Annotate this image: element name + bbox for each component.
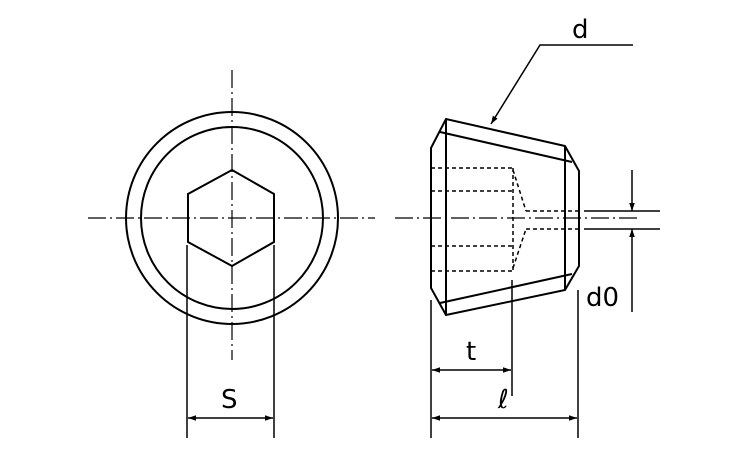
label-d: d (572, 15, 589, 45)
label-d0: d0 (586, 283, 619, 313)
inner-circle (140, 126, 324, 310)
leader-d (490, 44, 633, 125)
thread-root-line (439, 273, 573, 304)
hidden-socket (431, 167, 579, 272)
label-t: t (466, 337, 476, 367)
label-length: ℓ (497, 385, 509, 415)
outer-circle (125, 111, 339, 325)
front-view: S (88, 70, 375, 438)
thread-root-line (439, 131, 573, 163)
label-s: S (221, 385, 238, 415)
hex-socket (187, 168, 275, 268)
plug-outline (430, 117, 580, 317)
side-view: d0 d t ℓ (395, 15, 660, 438)
